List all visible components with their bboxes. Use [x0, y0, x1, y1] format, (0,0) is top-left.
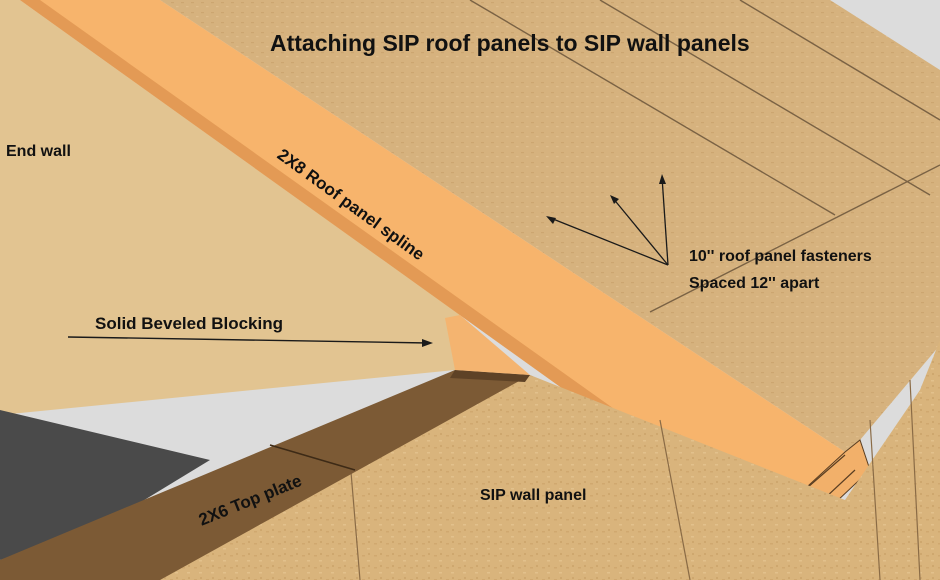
fasteners-label: 10'' roof panel fasteners [689, 248, 872, 265]
end-wall-panel [0, 0, 460, 415]
beveled-blocking [445, 315, 530, 375]
top-plate-joint [269, 444, 356, 471]
top-plate-board [0, 370, 530, 580]
sip-wall-panel [100, 340, 940, 580]
diagram-title: Attaching SIP roof panels to SIP wall pa… [270, 30, 750, 56]
floor-shadow [0, 410, 210, 560]
top-plate-edge [450, 370, 530, 382]
spacing-label: Spaced 12'' apart [689, 275, 820, 292]
roof-seam-lines [469, 0, 940, 313]
blocking-arrow [67, 336, 433, 347]
roof-panel [160, 0, 940, 452]
wall-panel-seams [349, 379, 921, 580]
sip-wall-label: SIP wall panel [480, 487, 587, 504]
end-wall-label: End wall [6, 143, 71, 160]
solid-blocking-label: Solid Beveled Blocking [95, 314, 283, 333]
fastener-arrows [546, 174, 669, 266]
roof-spline-board [20, 0, 845, 530]
